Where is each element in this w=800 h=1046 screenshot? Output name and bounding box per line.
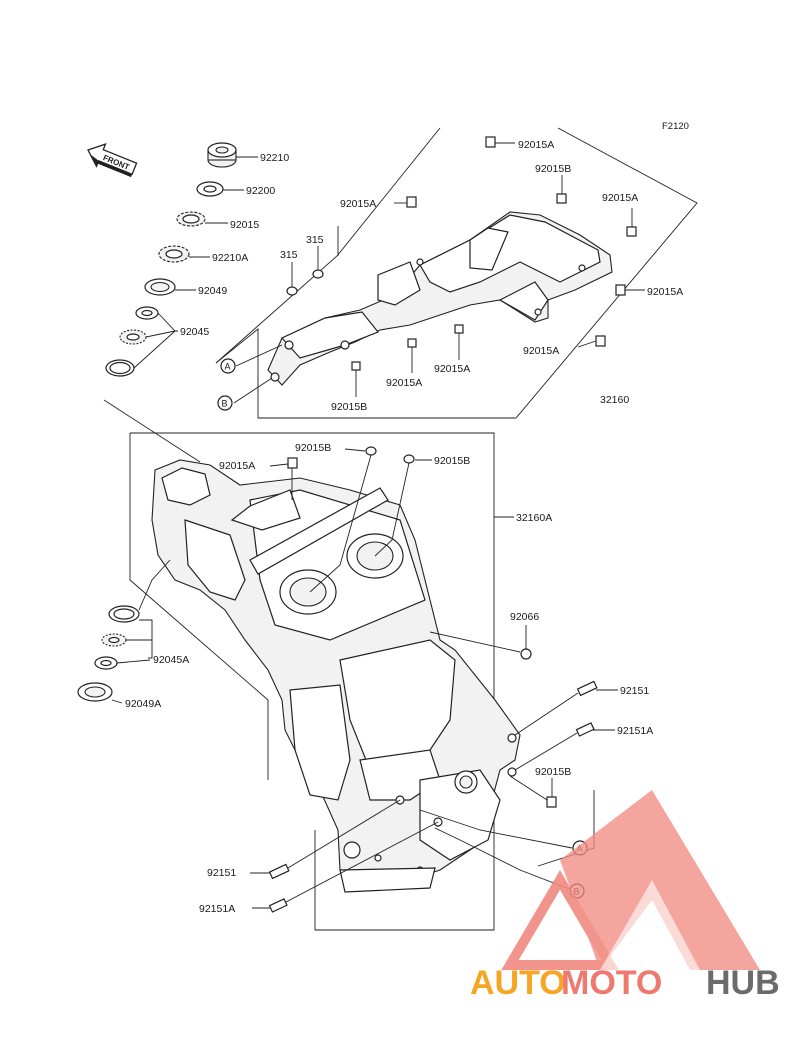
rear-subframe-32160	[267, 211, 613, 386]
front-arrow: FRONT	[87, 143, 138, 178]
label-92066: 92066	[510, 611, 539, 623]
bolts-subframe	[351, 136, 645, 397]
label-92015B-lower: 92015B	[535, 766, 571, 778]
main-frame-32160A	[151, 459, 521, 893]
label-92200: 92200	[246, 185, 275, 197]
part-92049	[144, 278, 176, 296]
label-92015B-top: 92015B	[535, 163, 571, 175]
watermark-hub: HUB	[706, 964, 780, 1002]
part-92066	[429, 625, 532, 660]
label-92151-right: 92151	[620, 685, 649, 697]
label-315-left: 315	[280, 249, 298, 261]
label-32160: 32160	[600, 394, 629, 406]
label-92015A-left: 92015A	[340, 198, 376, 210]
bolts-mainframe-right	[509, 680, 618, 808]
label-315-right: 315	[306, 234, 324, 246]
watermark-moto: MOTO	[561, 964, 662, 1002]
label-92015B-main: 92015B	[295, 442, 331, 454]
part-92200	[196, 181, 224, 197]
diagram-code: F2120	[662, 121, 689, 132]
label-92045A: 92045A	[153, 654, 189, 666]
label-92210: 92210	[260, 152, 289, 164]
label-92015A-right2: 92015A	[647, 286, 683, 298]
label-92015: 92015	[230, 219, 259, 231]
watermark-text: AUTO MOTO HUB	[470, 964, 780, 1002]
label-92015A-top: 92015A	[518, 139, 554, 151]
part-92210	[207, 142, 237, 168]
bolts-mainframe-top	[269, 446, 432, 593]
label-92210A: 92210A	[212, 252, 248, 264]
label-92015A-bottom3: 92015A	[386, 377, 422, 389]
label-32160A: 32160A	[516, 512, 552, 524]
main-frame-group: 92015B 92015A 92015B 32160A 92066 92151 …	[129, 432, 653, 931]
label-92151-left: 92151	[207, 867, 236, 879]
part-92210A	[158, 245, 190, 263]
callout-a-top: A	[225, 362, 231, 372]
label-92015A-main: 92015A	[219, 460, 255, 472]
watermark-auto: AUTO	[470, 964, 566, 1002]
label-92015A-right: 92015A	[602, 192, 638, 204]
label-92045: 92045	[180, 326, 209, 338]
part-92045	[105, 306, 159, 377]
label-92015A-bottom2: 92015A	[434, 363, 470, 375]
callout-b-top: B	[222, 399, 228, 409]
label-92049: 92049	[198, 285, 227, 297]
label-92151A-left: 92151A	[199, 903, 235, 915]
bolts-mainframe-left	[250, 799, 439, 913]
label-92015B-main2: 92015B	[434, 455, 470, 467]
watermark-logo	[501, 790, 760, 970]
lower-bearing-stack: 92045A 92049A	[77, 559, 189, 710]
part-92015	[176, 211, 206, 227]
label-92151A-right: 92151A	[617, 725, 653, 737]
rear-subframe-group: 315 315 92015A 92015B 92015A 92015A 9201…	[215, 127, 698, 419]
label-92015A-bottom1: 92015A	[523, 345, 559, 357]
label-92049A: 92049A	[125, 698, 161, 710]
label-92015B-bottom: 92015B	[331, 401, 367, 413]
steering-bearing-stack: 92210 92200 92015 92210A 92049 92045	[105, 142, 289, 377]
